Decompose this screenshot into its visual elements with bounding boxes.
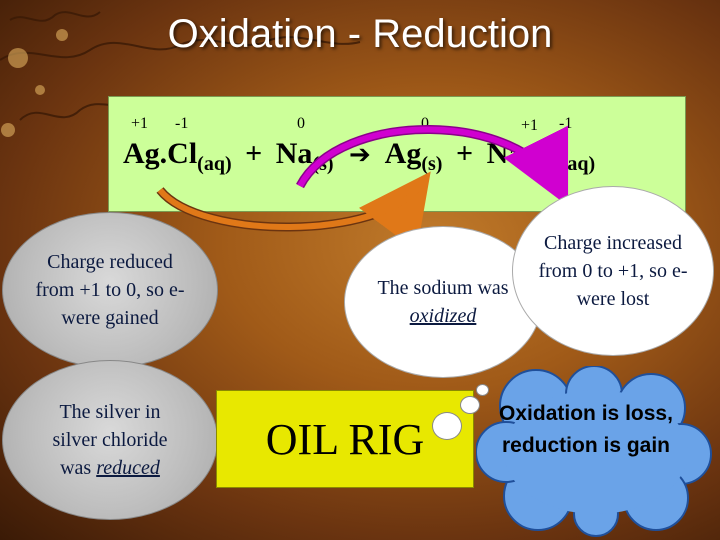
reaction-arrow-icon: ➔ (349, 140, 371, 170)
note-silver-reduced: The silver in silver chloride was reduce… (2, 360, 218, 520)
oil-rig-box: OIL RIG (216, 390, 474, 488)
note-sodium-oxidized: The sodium was oxidized (344, 226, 542, 378)
note-sodium-oxidized-text: The sodium was oxidized (377, 277, 509, 327)
product-ag-state: (s) (421, 153, 443, 175)
product-ag: Ag (384, 137, 422, 170)
note-charge-reduced: Charge reduced from +1 to 0, so e- were … (2, 212, 218, 368)
cloud-text: Oxidation is loss, reduction is gain (499, 402, 673, 457)
word-reduced: reduced (96, 457, 160, 479)
product-nacl-state: (aq) (560, 153, 596, 175)
thought-bubble-medium (460, 396, 480, 414)
note-charge-increased-text: Charge increased from 0 to +1, so e- wer… (538, 232, 688, 310)
thought-bubble-small (476, 384, 489, 396)
thought-bubble-large (432, 412, 462, 440)
oxidation-arrow (296, 125, 569, 207)
ox-state-ag-reactant: +1 (131, 115, 149, 132)
reactant-agcl-state: (aq) (197, 153, 232, 175)
reactant-agcl: Ag.Cl (123, 137, 198, 170)
reactant-na: Na (275, 137, 313, 170)
plus-sign: + (245, 137, 263, 170)
reduction-arrow (156, 171, 431, 251)
note-charge-increased: Charge increased from 0 to +1, so e- wer… (512, 186, 714, 356)
slide-title: Oxidation - Reduction (167, 12, 553, 56)
cloud-shape (476, 366, 712, 537)
ox-state-na-reactant: 0 (297, 115, 305, 132)
plus-sign: + (455, 137, 474, 170)
word-oxidized: oxidized (409, 305, 477, 327)
note-charge-reduced-text: Charge reduced from +1 to 0, so e- were … (35, 251, 185, 329)
ox-state-ag-product: 0 (421, 115, 429, 132)
note-silver-reduced-text: The silver in silver chloride was reduce… (52, 401, 168, 479)
ox-state-cl-reactant: -1 (175, 115, 189, 132)
